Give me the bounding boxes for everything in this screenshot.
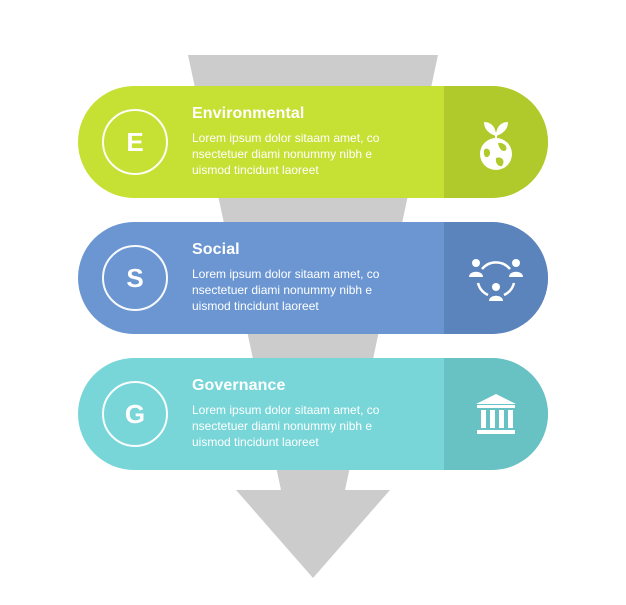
band-governance: G Governance Lorem ipsum dolor sitaam am… <box>78 358 548 470</box>
band-icon-panel <box>444 222 548 334</box>
people-network-icon <box>469 259 523 301</box>
letter-label: G <box>124 398 146 429</box>
earth-sprout-icon <box>480 122 512 170</box>
description-line: Lorem ipsum dolor sitaam amet, co <box>192 131 380 145</box>
band-description: Lorem ipsum dolor sitaam amet, co nsecte… <box>192 402 402 450</box>
band-description: Lorem ipsum dolor sitaam amet, co nsecte… <box>192 130 402 178</box>
description-line: nsectetuer diami nonummy nibh e <box>192 283 373 297</box>
band-title: Environmental <box>192 105 305 122</box>
letter-badge: E <box>102 109 168 175</box>
description-line: uismod tincidunt laoreet <box>192 163 319 177</box>
description-line: uismod tincidunt laoreet <box>192 299 319 313</box>
description-line: uismod tincidunt laoreet <box>192 435 319 449</box>
band-title: Social <box>192 241 240 258</box>
band-description: Lorem ipsum dolor sitaam amet, co nsecte… <box>192 266 402 314</box>
letter-badge: S <box>102 245 168 311</box>
letter-label: S <box>126 262 144 293</box>
description-line: Lorem ipsum dolor sitaam amet, co <box>192 403 380 417</box>
band-title: Governance <box>192 377 286 394</box>
bank-building-icon <box>476 394 516 434</box>
band-environmental: E Environmental Lorem ipsum dolor sitaam… <box>78 86 548 198</box>
letter-badge: G <box>102 381 168 447</box>
description-line: Lorem ipsum dolor sitaam amet, co <box>192 267 380 281</box>
band-icon-panel <box>444 358 548 470</box>
description-line: nsectetuer diami nonummy nibh e <box>192 147 373 161</box>
band-social: S Social Lorem ipsum dolor sitaam amet, … <box>78 222 548 334</box>
letter-label: E <box>126 126 144 157</box>
description-line: nsectetuer diami nonummy nibh e <box>192 419 373 433</box>
